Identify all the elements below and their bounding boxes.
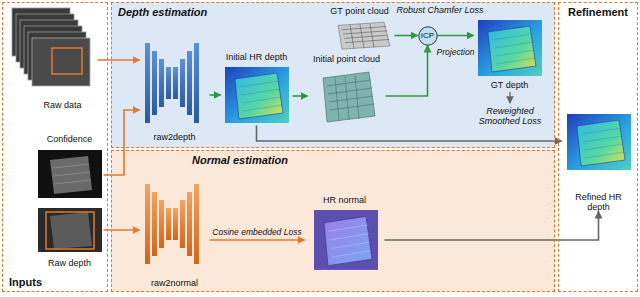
node-caption: raw2normal <box>151 278 198 288</box>
figure-part <box>180 200 185 248</box>
figure-part <box>38 208 102 252</box>
loss-label: Robust Chamfer Loss <box>396 5 483 15</box>
raw-depth-image <box>38 208 102 252</box>
connector-arrow <box>385 212 599 241</box>
figure-part <box>159 200 164 248</box>
panel-title: Inputs <box>9 276 42 288</box>
image-box: Initial HR depth <box>221 52 293 126</box>
connector-arrow <box>210 94 221 96</box>
depth-image <box>225 67 289 123</box>
panel-ground <box>111 150 555 292</box>
figure-part <box>145 184 150 264</box>
figure-part <box>145 43 150 123</box>
connector-arrow <box>293 95 308 97</box>
figure-part <box>173 208 178 240</box>
panel-title: Normal estimation <box>192 154 288 166</box>
connector-arrow <box>210 239 305 241</box>
node-caption: GT point cloud <box>330 6 388 16</box>
figure-part <box>46 212 94 249</box>
depth-image <box>478 20 542 76</box>
image-box: Raw data <box>10 8 98 110</box>
figure-part <box>180 59 185 107</box>
icp-circle: ICP <box>418 26 438 46</box>
image-box: Confidence <box>36 134 104 200</box>
connector-arrow <box>386 46 428 97</box>
stage-panel: Normal estimation raw2normal HR normal <box>111 150 555 292</box>
image-box: Refined HR depth <box>562 112 636 212</box>
figure-part <box>32 38 90 86</box>
point-cloud-image <box>323 72 375 122</box>
figure-part <box>50 212 92 249</box>
node-caption: Raw data <box>43 100 81 110</box>
panel-title: Refinement <box>568 6 628 18</box>
figure-part <box>166 67 171 99</box>
loss-label: Reweighted Smoothed Loss <box>474 106 546 126</box>
node-caption: Raw depth <box>48 258 91 268</box>
figure-part <box>166 208 171 240</box>
image-box: HR normal <box>305 195 385 273</box>
figure-part <box>38 150 102 198</box>
stage-panel: RefinementRefined HR depth <box>558 2 638 292</box>
image-box: GT point cloud <box>325 6 395 52</box>
connector-arrow <box>257 126 562 142</box>
figure-part <box>173 67 178 99</box>
figure-part <box>50 156 92 194</box>
figure-part <box>52 164 91 184</box>
connector-arrow <box>104 110 140 175</box>
network-box: raw2depth <box>140 40 210 142</box>
network-symbol <box>145 43 199 123</box>
connector-arrow <box>104 229 140 231</box>
figure-part <box>187 51 192 115</box>
figure-part <box>194 184 199 264</box>
loss-arrow <box>509 92 510 103</box>
edge-label: Cosine embedded Loss <box>212 227 301 237</box>
input-panel: Inputs Raw dataConfidenceRaw depth <box>2 2 108 292</box>
panel-title: Depth estimation <box>118 6 207 18</box>
figure-part <box>159 59 164 107</box>
icp-outline <box>418 26 436 44</box>
node-caption: GT depth <box>491 80 528 90</box>
node-caption: Confidence <box>47 134 93 144</box>
figure-part <box>194 43 199 123</box>
node-caption: Initial HR depth <box>226 52 288 62</box>
stage-panel: Depth estimation raw2depth Initial HR dept… <box>111 2 555 148</box>
confidence-image <box>38 150 102 198</box>
figure-part <box>152 192 157 256</box>
node-caption: Initial point cloud <box>313 54 380 64</box>
normal-image <box>314 210 378 270</box>
figure-part <box>187 192 192 256</box>
connector-arrow <box>438 35 474 37</box>
image-box: GT depth <box>474 18 546 90</box>
figure-part <box>52 48 82 74</box>
figure-part <box>152 51 157 115</box>
node-caption: Refined HR depth <box>564 192 634 212</box>
network-symbol <box>145 184 199 264</box>
raw-frame-stack <box>12 8 90 86</box>
connector-arrow <box>98 59 140 61</box>
network-box: raw2normal <box>140 176 210 288</box>
panel-ground <box>111 2 555 148</box>
edge-label: Projection <box>437 47 475 57</box>
connector-arrow <box>395 35 418 37</box>
node-caption: ICP <box>421 31 434 40</box>
image-box: Initial point cloud <box>308 54 386 126</box>
depth-image <box>567 114 631 170</box>
image-box: Raw depth <box>36 206 104 268</box>
node-caption: HR normal <box>323 195 366 205</box>
point-cloud-image <box>338 22 390 49</box>
node-caption: raw2depth <box>153 132 195 142</box>
